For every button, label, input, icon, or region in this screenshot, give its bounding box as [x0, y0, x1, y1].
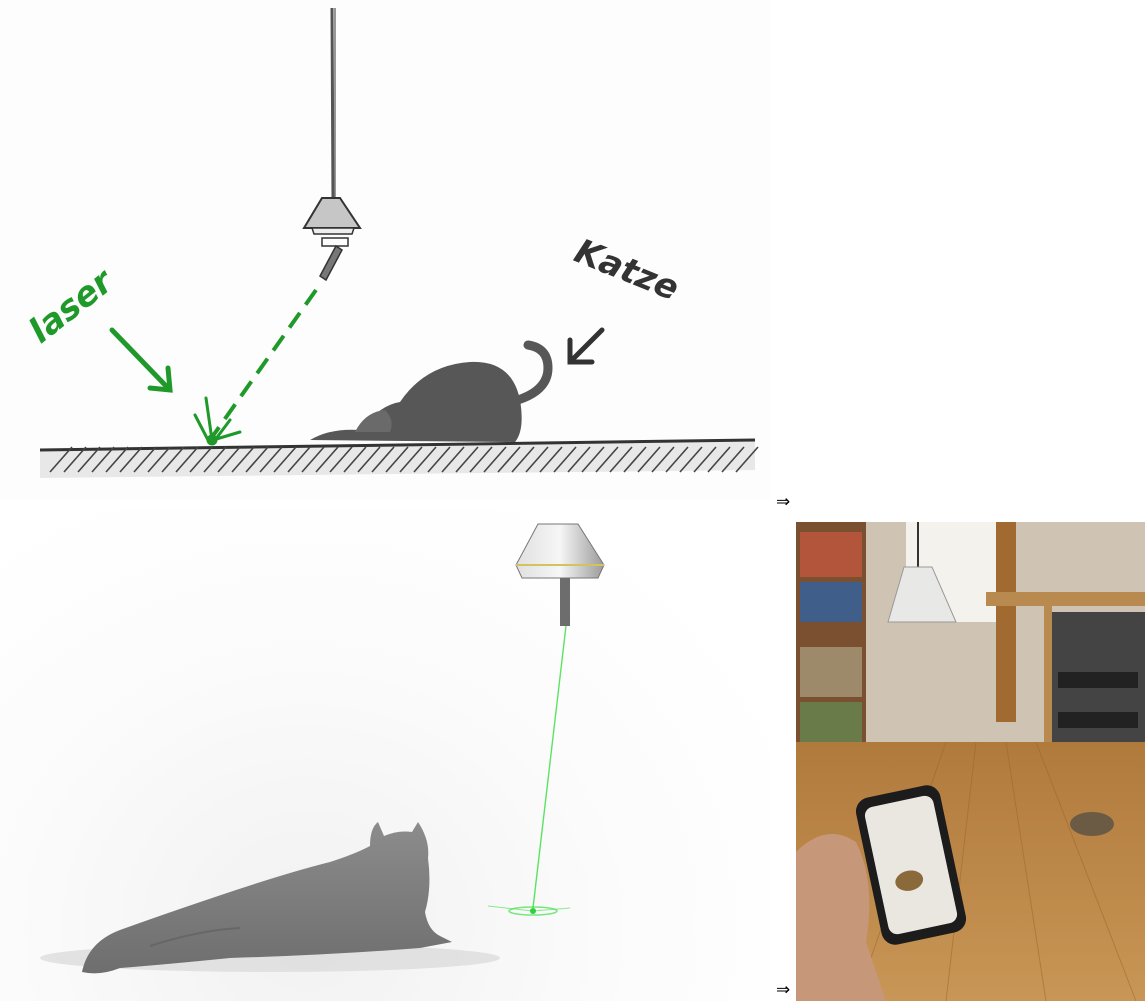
laser-arrow: [112, 330, 170, 390]
laser-beam-3d: [533, 626, 566, 908]
transition-arrow: ⇒: [776, 982, 790, 999]
laser-device-3d: [560, 578, 570, 626]
real-photo: [796, 522, 1145, 1001]
cat-sketch: [310, 345, 548, 442]
lamp-3d: [516, 524, 604, 626]
cat-arrow: [570, 330, 602, 362]
photo-drawing: [796, 522, 1145, 1001]
transition-arrow: ⇒: [776, 494, 790, 511]
cat-label: Katze: [569, 231, 684, 309]
cord: [332, 8, 333, 200]
lamp-shade: [304, 198, 360, 228]
floor-sketch: [40, 440, 758, 478]
render-3d: [0, 510, 770, 1001]
laser-label: laser: [21, 260, 122, 351]
laser-device: [320, 238, 348, 280]
laser-spot-3d: [488, 906, 570, 915]
sketch-drawing: laser Katze: [0, 0, 770, 500]
object-on-floor: [1070, 812, 1114, 836]
concept-sketch: laser Katze: [0, 0, 770, 500]
laser-beam: [210, 290, 316, 440]
render-drawing: [0, 510, 770, 1001]
